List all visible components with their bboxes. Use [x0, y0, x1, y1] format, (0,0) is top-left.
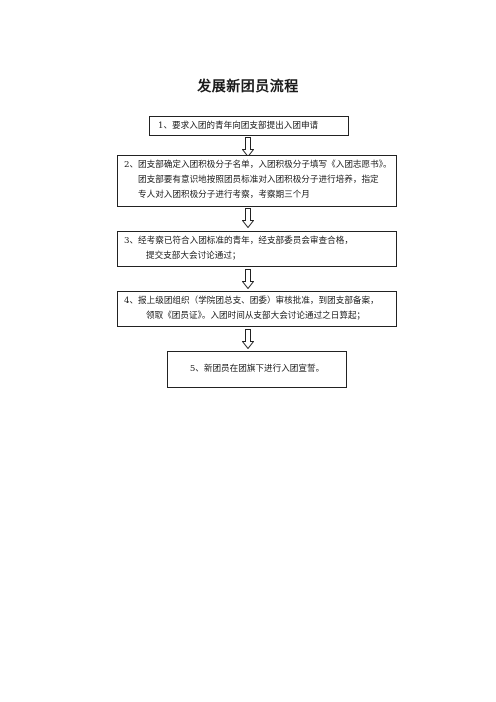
page-title: 发展新团员流程 [197, 79, 299, 95]
step-4-box: 4、报上级团组织（学院团总支、团委）审核批准，到团支部备案， 领取《团员证》。入… [117, 291, 397, 327]
step-4-line-1: 4、报上级团组织（学院团总支、团委）审核批准，到团支部备案， [124, 296, 379, 306]
down-arrow-icon [242, 269, 254, 289]
step-3-line-1: 3、经考察已符合入团标准的青年，经支部委员会审查合格， [124, 236, 353, 246]
step-4-line-2: 领取《团员证》。入团时间从支部大会讨论通过之日算起； [146, 311, 366, 321]
down-arrow-icon [242, 329, 254, 349]
step-1-box: 1、要求入团的青年向团支部提出入团申请 [149, 116, 349, 136]
step-1-text: 1、要求入团的青年向团支部提出入团申请 [158, 121, 319, 131]
step-2-line-2: 团支部要有意识地按照团员标准对入团积极分子进行培养，指定 [138, 175, 379, 185]
down-arrow-icon [242, 137, 254, 157]
step-3-box: 3、经考察已符合入团标准的青年，经支部委员会审查合格， 提交支部大会讨论通过； [117, 231, 397, 267]
step-5-text: 5、新团员在团旗下进行入团宣誓。 [189, 364, 325, 374]
down-arrow-icon [242, 208, 254, 228]
step-2-line-3: 专人对入团积极分子进行考察，考察期三个月 [138, 190, 310, 200]
step-2-box: 2、团支部确定入团积极分子名单，入团积极分子填写《入团志愿书》。 团支部要有意识… [117, 155, 397, 207]
step-3-line-2: 提交支部大会讨论通过； [146, 251, 241, 261]
step-2-line-1: 2、团支部确定入团积极分子名单，入团积极分子填写《入团志愿书》。 [124, 160, 392, 170]
step-5-box: 5、新团员在团旗下进行入团宣誓。 [167, 351, 347, 388]
